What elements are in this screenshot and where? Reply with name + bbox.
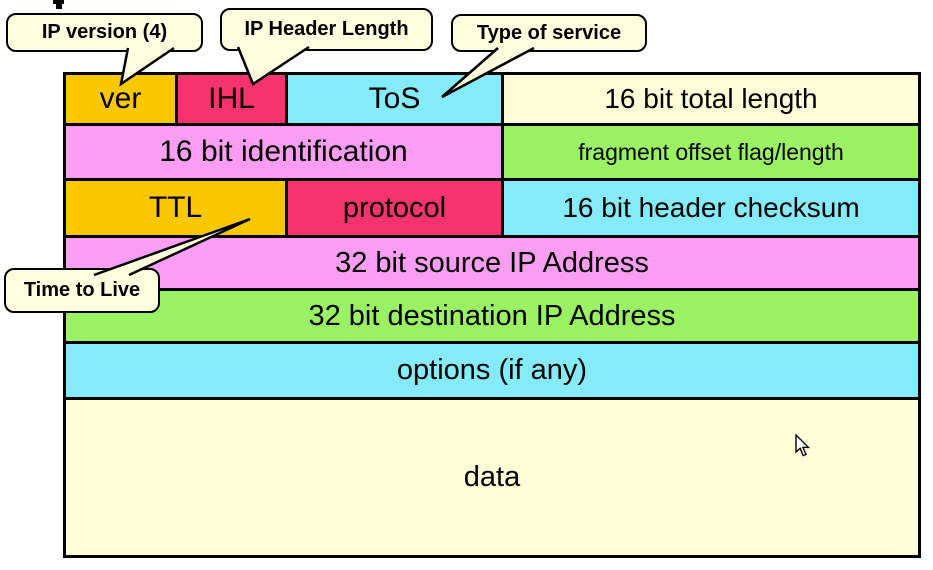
callout-time-to-live: Time to Live (4, 268, 160, 313)
cutoff-title-fragment (56, 0, 62, 9)
field-data: data (66, 400, 918, 555)
field-identification: 16 bit identification (66, 126, 504, 181)
field-destination-ip: 32 bit destination IP Address (66, 291, 918, 344)
field-fragment-offset: fragment offset flag/length (504, 126, 918, 181)
field-options: options (if any) (66, 344, 918, 400)
field-tos: ToS (288, 75, 504, 126)
field-version: ver (66, 75, 178, 126)
field-total-length: 16 bit total length (504, 75, 918, 126)
callout-ip-header-length: IP Header Length (220, 8, 433, 51)
callout-ip-version: IP version (4) (6, 13, 203, 52)
ip-header-diagram: ver IHL ToS 16 bit total length 16 bit i… (63, 72, 921, 558)
field-ttl: TTL (66, 181, 288, 238)
field-protocol: protocol (288, 181, 504, 238)
field-source-ip: 32 bit source IP Address (66, 238, 918, 291)
field-header-checksum: 16 bit header checksum (504, 181, 918, 238)
field-ihl: IHL (178, 75, 288, 126)
callout-type-of-service: Type of service (451, 14, 647, 52)
